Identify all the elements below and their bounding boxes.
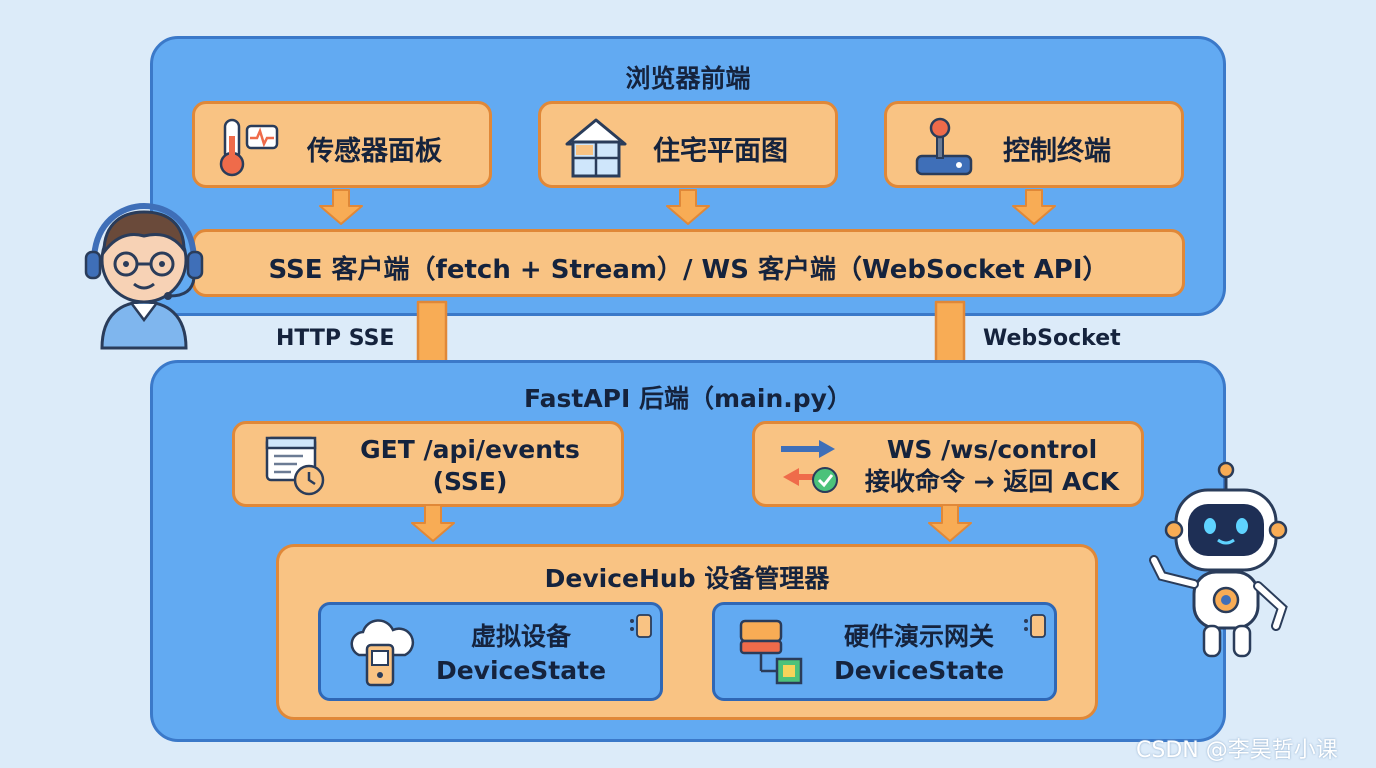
client-bar: SSE 客户端（fetch + Stream）/ WS 客户端（WebSocke… xyxy=(192,229,1185,297)
hardware-gateway-icon xyxy=(739,619,803,685)
cloud-device-icon xyxy=(350,619,415,687)
floor-plan-icon xyxy=(565,118,627,178)
http-sse-label: HTTP SSE xyxy=(276,326,395,351)
virtual-device-line1: 虚拟设备 xyxy=(470,622,571,651)
floor-plan-label: 住宅平面图 xyxy=(653,136,788,167)
devicehub-title: DeviceHub 设备管理器 xyxy=(544,564,830,593)
hardware-gateway-card[interactable]: 硬件演示网关 DeviceState xyxy=(712,602,1057,701)
sse-endpoint-line1: GET /api/events xyxy=(360,435,580,464)
client-bar-label: SSE 客户端（fetch + Stream）/ WS 客户端（WebSocke… xyxy=(268,255,1109,285)
frontend-title: 浏览器前端 xyxy=(625,64,751,93)
arrow-down-icon xyxy=(319,189,363,225)
virtual-device-card[interactable]: 虚拟设备 DeviceState xyxy=(318,602,663,701)
small-device-icon xyxy=(630,614,652,638)
ws-endpoint-line1: WS /ws/control xyxy=(886,435,1098,464)
bidirectional-arrows-icon xyxy=(781,440,838,493)
arrow-down-icon xyxy=(1012,189,1056,225)
sse-endpoint-line2: (SSE) xyxy=(432,467,508,496)
thermometer-icon xyxy=(219,118,279,177)
hardware-gateway-line2: DeviceState xyxy=(833,656,1005,685)
arrow-down-icon xyxy=(666,189,710,225)
developer-avatar-icon xyxy=(84,202,204,350)
control-terminal-label: 控制终端 xyxy=(1003,136,1111,167)
event-log-icon xyxy=(265,436,325,496)
websocket-label: WebSocket xyxy=(983,326,1121,351)
hardware-gateway-line1: 硬件演示网关 xyxy=(843,622,994,651)
arrow-down-icon xyxy=(411,504,455,542)
sse-endpoint-card[interactable]: GET /api/events (SSE) xyxy=(232,421,624,507)
virtual-device-line2: DeviceState xyxy=(435,656,607,685)
control-terminal-card[interactable]: 控制终端 xyxy=(884,101,1184,188)
ws-endpoint-line2: 接收命令 → 返回 ACK xyxy=(864,467,1120,496)
watermark: CSDN @李昊哲小课 xyxy=(1136,738,1338,763)
floor-plan-card[interactable]: 住宅平面图 xyxy=(538,101,838,188)
sensor-panel-card[interactable]: 传感器面板 xyxy=(192,101,492,188)
backend-title: FastAPI 后端（main.py） xyxy=(524,384,852,413)
joystick-icon xyxy=(915,117,973,176)
sensor-panel-label: 传感器面板 xyxy=(307,136,442,167)
arrow-down-icon xyxy=(928,504,972,542)
robot-mascot-icon xyxy=(1149,461,1288,658)
ws-endpoint-card[interactable]: WS /ws/control 接收命令 → 返回 ACK xyxy=(752,421,1144,507)
small-device-icon xyxy=(1024,614,1046,638)
